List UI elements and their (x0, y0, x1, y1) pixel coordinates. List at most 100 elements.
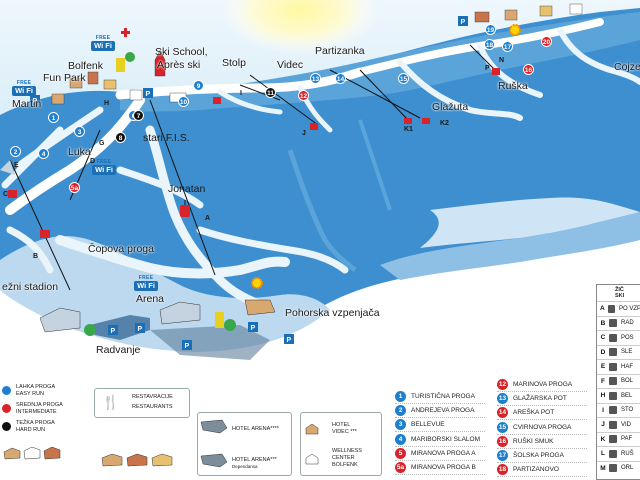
legend-run-number: 4 (395, 433, 406, 445)
church-icon (154, 49, 166, 77)
legend-hotel-arena-dep-l1: HOTEL ARENA*** (232, 457, 277, 463)
svg-text:P: P (33, 98, 38, 105)
run-marker: 4 (38, 148, 49, 159)
place-apres-ski: Après ski (157, 59, 201, 71)
legend-run-name: AREŠKA POT (513, 409, 555, 417)
lift-letter: C (600, 334, 606, 341)
place-jonatan: Jonatan (168, 183, 206, 195)
legend-run-name: MARINOVA PROGA (513, 381, 573, 388)
hard-run-dot (2, 422, 11, 431)
legend-run-row: 12 MARINOVA PROGA (497, 378, 587, 392)
info-icon (116, 58, 224, 328)
lift-marker-d: D (90, 158, 96, 165)
lift-marker-n: N (499, 57, 505, 64)
gondola-icon (180, 200, 190, 217)
right-open-slope (420, 197, 640, 248)
run-marker: 10 (178, 96, 189, 107)
svg-text:P: P (461, 19, 466, 26)
legend-run-number: 12 (497, 379, 508, 390)
easy-run-dot (2, 386, 11, 395)
lift-type-icon (609, 319, 617, 327)
legend-run-number: 5a (395, 462, 406, 473)
lift-type-icon (609, 406, 617, 414)
first-aid-icon (121, 28, 130, 37)
lift-marker-j: J (302, 130, 306, 137)
run-marker: 15 (398, 73, 409, 84)
run-marker: 14 (335, 73, 346, 84)
legend-run-name: ŠOLSKA PROGA (513, 452, 564, 459)
lift-name: STO (621, 407, 634, 413)
lift-marker-c: C (3, 191, 9, 198)
place-martin: Martin (12, 98, 42, 110)
place-cojze: Cojze (614, 61, 640, 73)
lower-slope (0, 236, 330, 352)
lift-type-icon (609, 420, 617, 429)
lift-type-icon (609, 333, 617, 342)
run-marker: 17 (502, 41, 513, 52)
hotel-icon (200, 418, 228, 434)
lift-letter: D (600, 348, 606, 356)
run-marker: 5a (69, 182, 80, 193)
place-luka: Luka (68, 146, 91, 158)
legend-run-row: 15 CVIRNOVA PROGA (497, 421, 587, 435)
lift-row: D SLE (597, 344, 640, 359)
lift-letter: F (601, 377, 605, 385)
svg-text:P: P (138, 326, 143, 333)
lift-name: HAF (621, 363, 633, 370)
run-marker: 13 (310, 73, 321, 84)
legend-restaurant-buildings-icon (100, 448, 190, 470)
legend-restaurants-l2: RESTAURANTS (132, 404, 173, 410)
run-marker: 3 (74, 126, 85, 137)
lift-type-icon (609, 348, 617, 356)
place-stolp: Stolp (222, 57, 246, 69)
lift-letter: K (600, 435, 606, 443)
legend-wellness-l2: CENTER (332, 455, 355, 461)
legend-run-number: 15 (497, 421, 508, 433)
lift-letter: A (600, 305, 605, 312)
place-stari-fis: stari F.I.S. (143, 132, 190, 144)
legend-run-name: MIRANOVA PROGA A (411, 449, 476, 457)
lift-type-icon (609, 362, 617, 371)
place-partizanka: Partizanka (315, 45, 365, 57)
place-pohorska-vzpenjaca: Pohorska vzpenjača (285, 307, 380, 319)
run-marker: 11 (265, 87, 276, 98)
lift-name: BOL (621, 378, 634, 384)
legend-run-name: MIRANOVA PROGA B (411, 464, 476, 471)
lift-name: PO VZP (618, 305, 640, 312)
place-videc: Videc (277, 59, 304, 71)
lift-marker-p: P (485, 65, 490, 72)
lift-marker-i: I (240, 90, 242, 97)
lift-table-header-l2: SKI (615, 293, 625, 299)
run-marker: 8 (115, 132, 126, 143)
sun-icon (251, 277, 263, 289)
parking-icon: P P P P P P P P (30, 16, 468, 350)
place-ski-school: Ski School, (155, 46, 208, 58)
lift-name: ORL (621, 465, 634, 471)
place-bolfenk: Bolfenk (68, 60, 104, 72)
lift-marker-e: E (14, 162, 19, 169)
legend-run-number: 3 (395, 419, 406, 431)
lift-name: POS (621, 334, 634, 341)
run-marker: 18 (484, 39, 495, 50)
lift-letter: B (600, 319, 606, 327)
lift-marker-h: H (104, 100, 110, 107)
lift-row: I STO (597, 402, 640, 417)
legend-run-number: 16 (497, 435, 508, 447)
lift-letter: I (602, 406, 604, 414)
svg-text:P: P (146, 91, 151, 98)
legend-run-name: CVIRNOVA PROGA (513, 423, 572, 431)
svg-text:P: P (251, 325, 256, 332)
lift-name: SLE (621, 349, 633, 355)
